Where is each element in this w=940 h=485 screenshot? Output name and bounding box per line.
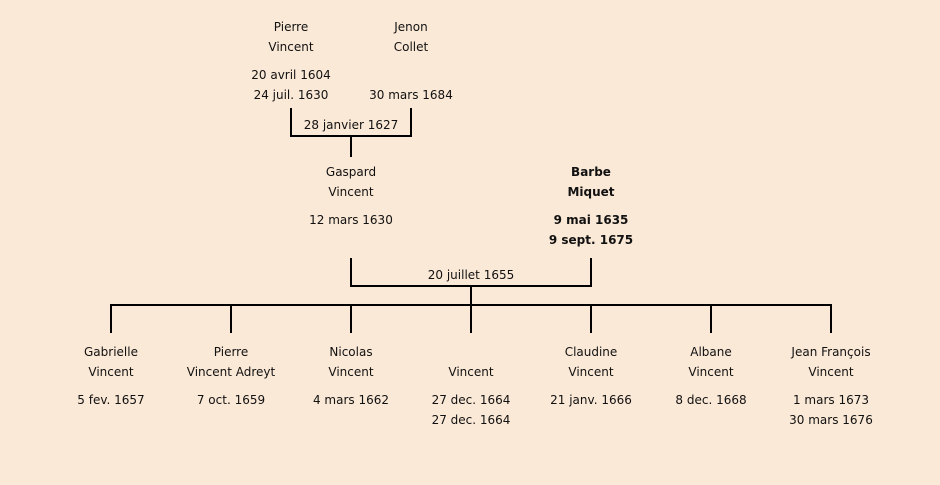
death-date: 27 dec. 1664 [431, 413, 511, 427]
child-line [470, 305, 472, 333]
death-date [281, 230, 421, 250]
first-name: Claudine [564, 345, 618, 359]
marriage-date: 28 janvier 1627 [303, 118, 399, 132]
first-name: Gaspard [325, 165, 377, 179]
death-date [161, 410, 301, 430]
first-name: Gabrielle [84, 345, 138, 359]
child-line [110, 305, 112, 333]
child-person[interactable]: Vincent 27 dec. 1664 27 dec. 1664 [401, 342, 541, 430]
connector-line [410, 108, 412, 137]
last-name: Miquet [567, 185, 615, 199]
death-date: 30 mars 1684 [369, 88, 453, 102]
child-person[interactable]: Nicolas Vincent 4 mars 1662 [281, 342, 421, 430]
connector-line [350, 258, 352, 287]
first-name: Pierre [273, 20, 309, 34]
connector-line [290, 108, 292, 137]
birth-date: 5 fev. 1657 [77, 393, 145, 407]
first-name: Jean François [791, 345, 871, 359]
first-name: Pierre [213, 345, 249, 359]
death-date: 30 mars 1676 [789, 413, 873, 427]
last-name: Vincent [88, 365, 134, 379]
last-name: Vincent [328, 185, 374, 199]
child-line [230, 305, 232, 333]
death-date: 9 sept. 1675 [548, 233, 634, 247]
last-name: Vincent [688, 365, 734, 379]
death-date [641, 410, 781, 430]
death-date [281, 410, 421, 430]
birth-date: 7 oct. 1659 [196, 393, 266, 407]
birth-date: 8 dec. 1668 [675, 393, 747, 407]
child-line [590, 305, 592, 333]
birth-date: 21 janv. 1666 [550, 393, 632, 407]
connector-line [590, 258, 592, 287]
first-name: Barbe [571, 165, 611, 179]
last-name: Vincent [268, 40, 314, 54]
death-date: 24 juil. 1630 [253, 88, 329, 102]
last-name: Vincent [328, 365, 374, 379]
first-name: Albane [690, 345, 732, 359]
child-line [350, 305, 352, 333]
last-name: Vincent [448, 365, 494, 379]
descent-line [470, 286, 472, 306]
death-date [41, 410, 181, 430]
birth-date: 4 mars 1662 [312, 393, 390, 407]
first-name: Jenon [394, 20, 428, 34]
marriage-date: 20 juillet 1655 [427, 268, 515, 282]
first-name: Nicolas [329, 345, 373, 359]
person-pierre-vincent[interactable]: Pierre Vincent 20 avril 1604 24 juil. 16… [221, 17, 361, 105]
last-name: Vincent Adreyt [186, 365, 276, 379]
birth-date: 12 mars 1630 [309, 213, 393, 227]
child-person[interactable]: Jean François Vincent 1 mars 1673 30 mar… [761, 342, 901, 430]
last-name: Vincent [808, 365, 854, 379]
last-name: Vincent [568, 365, 614, 379]
person-barbe-miquet[interactable]: Barbe Miquet 9 mai 1635 9 sept. 1675 [521, 162, 661, 250]
birth-date: 20 avril 1604 [251, 68, 331, 82]
person-jenon-collet[interactable]: Jenon Collet 30 mars 1684 [341, 17, 481, 105]
child-person[interactable]: Claudine Vincent 21 janv. 1666 [521, 342, 661, 430]
last-name: Collet [393, 40, 429, 54]
first-name [401, 342, 541, 362]
birth-date: 9 mai 1635 [553, 213, 629, 227]
birth-date [341, 65, 481, 85]
death-date [521, 410, 661, 430]
child-person[interactable]: Pierre Vincent Adreyt 7 oct. 1659 [161, 342, 301, 430]
descent-line [350, 136, 352, 157]
child-line [710, 305, 712, 333]
birth-date: 27 dec. 1664 [431, 393, 511, 407]
child-line [830, 305, 832, 333]
birth-date: 1 mars 1673 [792, 393, 870, 407]
child-person[interactable]: Albane Vincent 8 dec. 1668 [641, 342, 781, 430]
person-gaspard-vincent[interactable]: Gaspard Vincent 12 mars 1630 [281, 162, 421, 250]
child-person[interactable]: Gabrielle Vincent 5 fev. 1657 [41, 342, 181, 430]
